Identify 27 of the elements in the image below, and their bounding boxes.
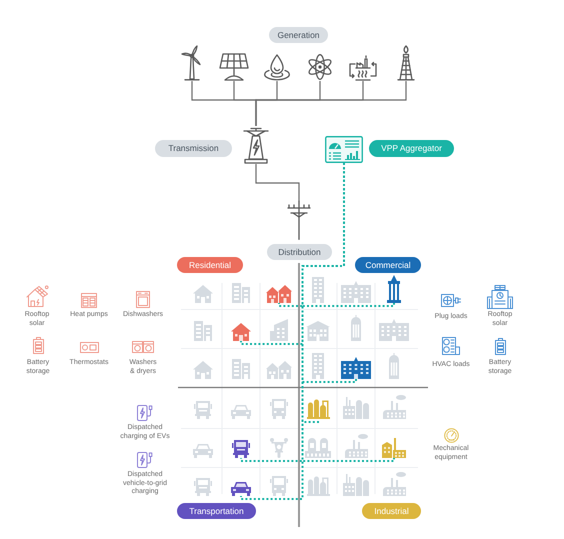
power-plant-icon [347, 55, 379, 81]
section-heading: VPP Aggregator [369, 140, 454, 157]
section-heading: Distribution [267, 244, 332, 260]
office-building-icon [341, 357, 371, 379]
flare-tower-icon [397, 45, 415, 81]
section-heading: Residential [177, 257, 243, 273]
utility-pole-icon [287, 200, 311, 240]
connector-line [255, 81, 407, 126]
section-heading: Transmission [155, 140, 232, 157]
section-heading: Industrial [362, 503, 421, 519]
solar-panel-icon [219, 53, 249, 81]
truck-icon [232, 440, 250, 458]
atom-icon [308, 53, 332, 81]
water-drop-icon [262, 54, 292, 81]
section-heading: Transportation [177, 503, 256, 519]
car-icon [231, 482, 251, 496]
factory-icon [382, 438, 406, 458]
dashboard-icon [325, 136, 363, 163]
connector-line [255, 164, 300, 200]
columned-tower-icon [387, 275, 401, 303]
duplex-house-icon [266, 285, 292, 303]
transmission-tower-icon [243, 126, 269, 164]
house-icon [231, 323, 251, 341]
section-heading: Generation [269, 27, 328, 43]
section-heading: Commercial [355, 257, 421, 273]
wind-turbine-icon [181, 45, 203, 81]
silos-icon [306, 399, 330, 419]
